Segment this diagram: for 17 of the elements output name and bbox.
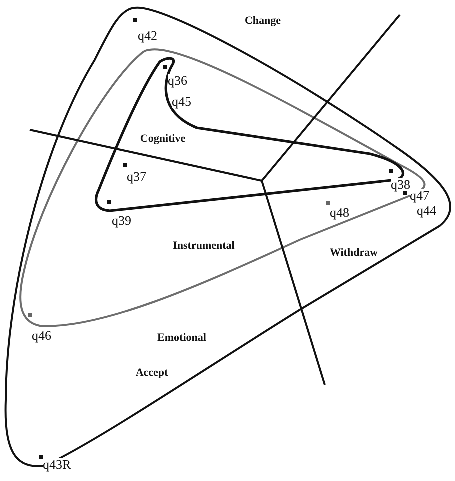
region-label: Change (244, 16, 282, 27)
point-label: q39 (112, 214, 132, 227)
region-label: Withdraw (330, 248, 378, 259)
point-label: q43R (43, 458, 72, 471)
region-label: Accept (136, 368, 168, 379)
point-label: q38 (391, 178, 410, 191)
region-label: Emotional (158, 333, 206, 344)
point-label: q47 (410, 189, 430, 202)
point-label: q36 (168, 74, 188, 87)
point-label: q45 (172, 95, 192, 108)
point-label: q42 (138, 29, 158, 42)
point-label: q44 (417, 204, 436, 217)
region-label: Cognitive (140, 134, 186, 145)
point-label: q46 (32, 329, 52, 342)
region-label: Instrumental (173, 241, 235, 252)
point-label: q37 (127, 170, 146, 183)
point-label: q48 (330, 206, 350, 219)
